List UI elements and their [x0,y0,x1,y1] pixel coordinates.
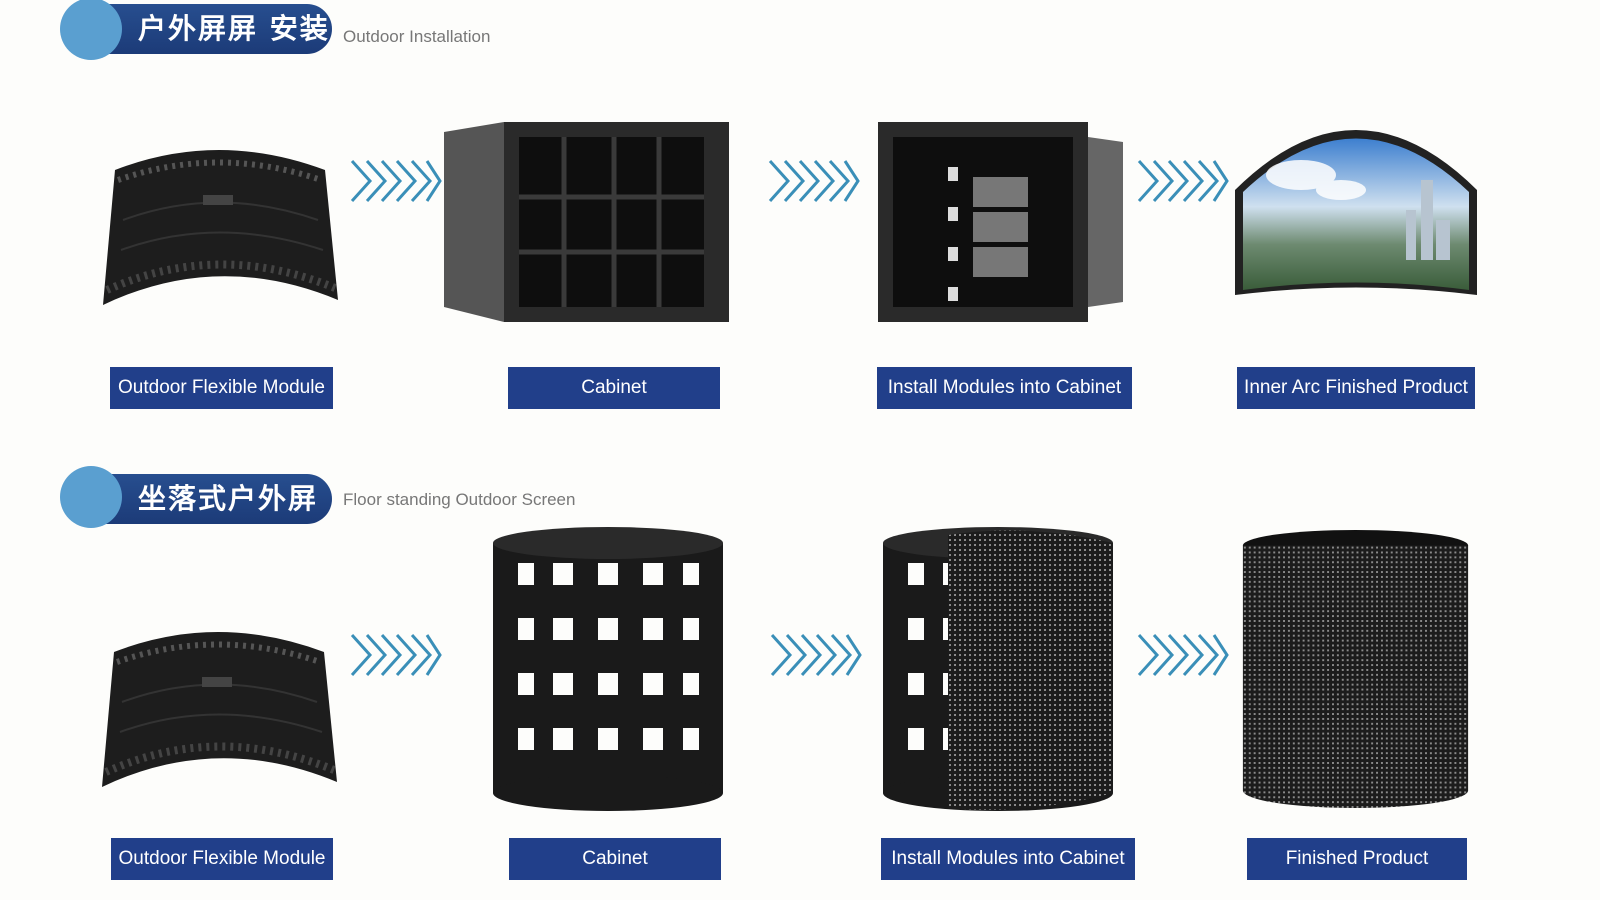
flexible-module-image [93,140,343,310]
step-label: Cabinet [509,838,721,880]
flexible-module-image [92,622,342,792]
chevron-arrow-icon [1137,632,1229,678]
chevron-arrow-icon [768,158,860,204]
section-2-title-pill: 坐落式户外屏 [92,474,332,524]
step-label: Install Modules into Cabinet [881,838,1135,880]
section-1-subtitle: Outdoor Installation [343,27,491,46]
section-1-title-pill: 户外屏屏 安装 [92,4,332,54]
cylinder-partial-modules-image [878,523,1118,813]
cylinder-cabinet-image [488,523,728,813]
chevron-arrow-icon [770,632,862,678]
step-label: Outdoor Flexible Module [111,838,333,880]
chevron-arrow-icon [350,158,442,204]
section-1-badge-icon [60,0,122,60]
inner-arc-screen-image [1231,120,1481,300]
step-label: Inner Arc Finished Product [1237,367,1475,409]
section-2-badge-icon [60,466,122,528]
step-label: Cabinet [508,367,720,409]
chevron-arrow-icon [1137,158,1229,204]
cabinet-image [444,117,734,327]
step-label: Finished Product [1247,838,1467,880]
step-label: Outdoor Flexible Module [110,367,333,409]
step-label: Install Modules into Cabinet [877,367,1132,409]
cabinet-with-modules-image [878,117,1128,327]
chevron-arrow-icon [350,632,442,678]
section-2-subtitle: Floor standing Outdoor Screen [343,490,576,509]
cylinder-finished-screen-image [1238,523,1473,813]
